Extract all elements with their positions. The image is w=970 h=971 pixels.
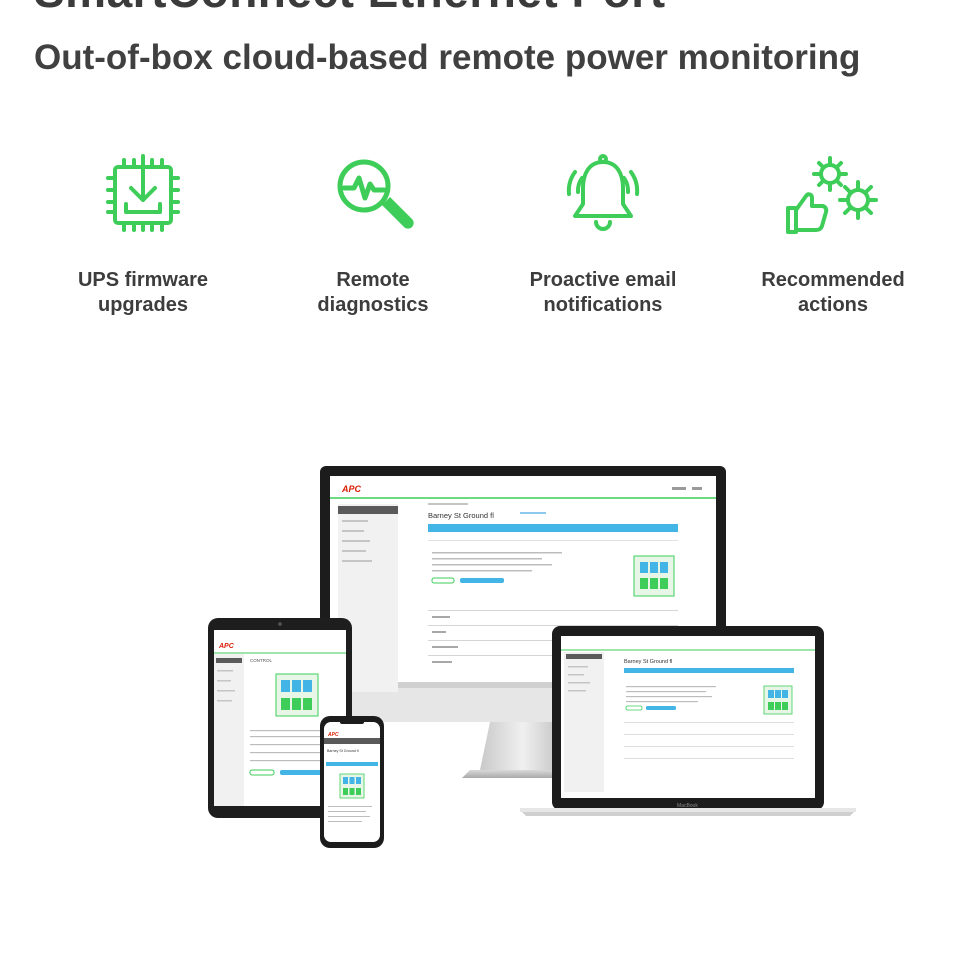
tablet-brand: APC — [218, 643, 235, 650]
page-title: SmartConnect Ethernet Port — [34, 0, 666, 18]
bell-ringing-icon — [566, 154, 640, 231]
feature-label: UPS firmware upgrades — [77, 269, 209, 316]
magnifier-pulse-icon — [337, 159, 414, 229]
monitor-heading: Barney St Ground fl — [428, 511, 494, 520]
phone-brand: APC — [327, 732, 339, 738]
tablet-section: CONTROL — [250, 658, 272, 663]
feature-label: Recommended actions — [761, 269, 905, 316]
devices-illustration: APC Barney St Ground fl — [208, 466, 856, 848]
laptop: MacBook Barney St Ground fl — [520, 626, 856, 816]
feature-label: Proactive email notifications — [529, 269, 677, 316]
phone-heading: Barney St Ground fl — [327, 749, 359, 753]
thumbs-up-gears-icon — [786, 156, 878, 234]
laptop-model-label: MacBook — [677, 803, 698, 809]
page-subtitle: Out-of-box cloud-based remote power moni… — [34, 38, 861, 77]
phone: APC Barney St Ground fl — [320, 716, 384, 848]
feature-list: UPS firmware upgrades Remote diagnostics — [28, 150, 948, 330]
feature-recommended: Recommended actions — [718, 150, 948, 330]
monitor-brand: APC — [341, 484, 362, 494]
feature-notifications: Proactive email notifications — [488, 150, 718, 330]
laptop-heading: Barney St Ground fl — [624, 659, 672, 665]
tablet: APC CONTROL — [208, 618, 352, 818]
feature-label: Remote diagnostics — [317, 269, 429, 316]
feature-diagnostics: Remote diagnostics — [258, 150, 488, 330]
feature-firmware: UPS firmware upgrades — [28, 150, 258, 330]
chip-download-icon — [106, 154, 180, 232]
